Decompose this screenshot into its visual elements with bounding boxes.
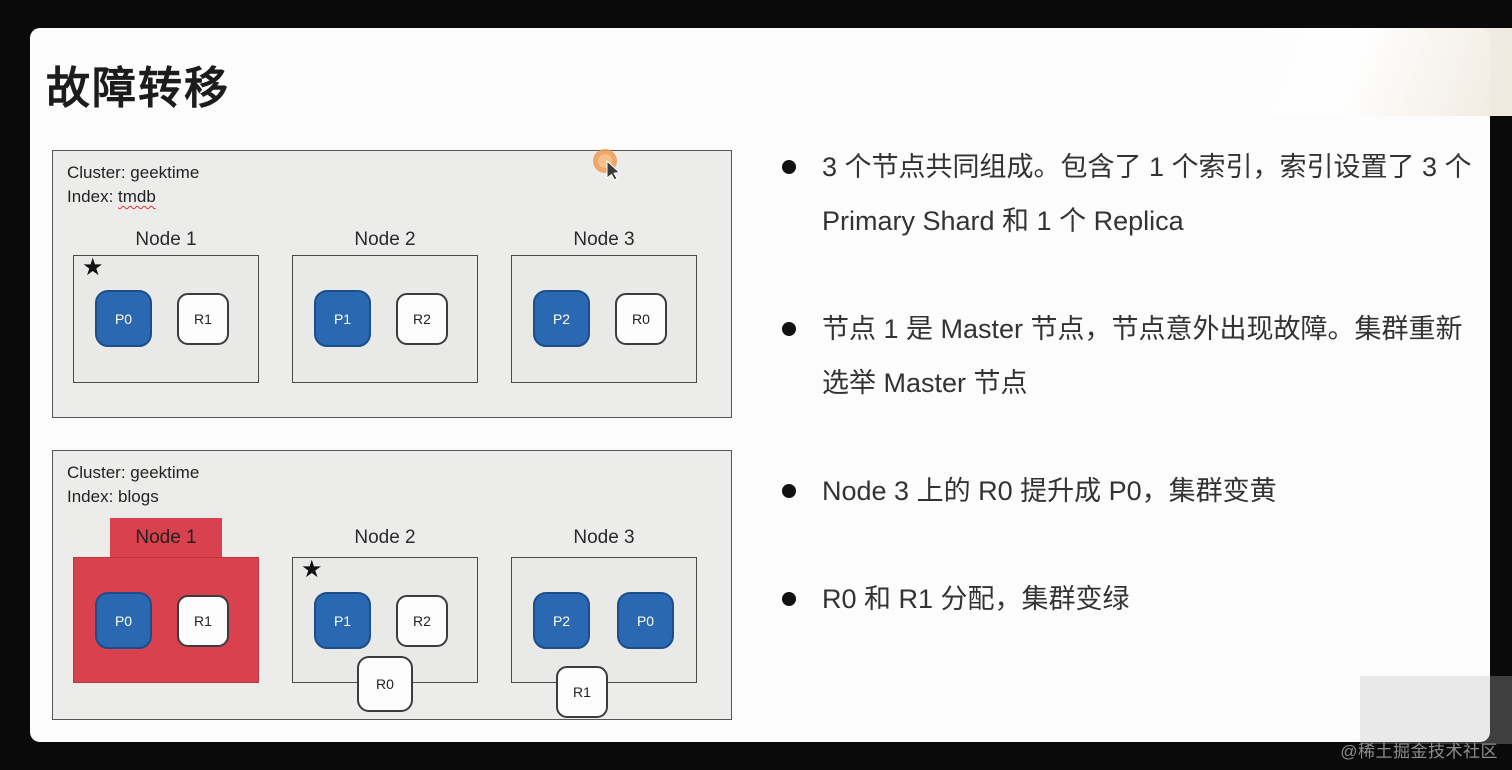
shard-primary: P1 (314, 592, 371, 649)
bullet-text: Node 3 上的 R0 提升成 P0，集群变黄 (822, 476, 1277, 506)
shard-replica: R2 (396, 595, 448, 647)
shard-promoted-primary: P0 (617, 592, 674, 649)
node-label: Node 1 (135, 229, 197, 250)
node-box: ★ P0 R1 (73, 255, 259, 383)
bullet-item: Node 3 上的 R0 提升成 P0，集群变黄 (782, 464, 1488, 518)
shard-primary: P2 (533, 290, 590, 347)
cluster-diagram-before: Cluster: geektime Index: tmdb Node 1 ★ P… (52, 150, 732, 418)
bullet-dot-icon (782, 484, 796, 498)
shard-replica: R1 (177, 595, 229, 647)
cluster-label: Cluster: geektime (67, 463, 200, 482)
shard-primary: P0 (95, 592, 152, 649)
shard-primary: P1 (314, 290, 371, 347)
node-box: P1 R2 (292, 255, 478, 383)
shard-primary: P0 (95, 290, 152, 347)
bullet-item: R0 和 R1 分配，集群变绿 (782, 572, 1488, 626)
index-prefix: Index: (67, 487, 119, 506)
index-name: blogs (118, 487, 159, 506)
shard-primary: P2 (533, 592, 590, 649)
node-label: Node 2 (354, 229, 416, 250)
shard-replica: R1 (177, 293, 229, 345)
index-label: Index: tmdb (67, 185, 199, 209)
node-1: Node 1 ★ P0 R1 (73, 225, 259, 383)
slide: 故障转移 Cluster: geektime Index: tmdb Node … (30, 28, 1490, 742)
bullet-text: 节点 1 是 Master 节点，节点意外出现故障。集群重新选举 Master … (822, 314, 1463, 398)
node-2: Node 2 ★ P1 R2 R0 (292, 518, 478, 712)
node-3: Node 3 P2 R0 (511, 225, 697, 383)
bullet-dot-icon (782, 592, 796, 606)
nodes-row: Node 1 P0 R1 Node 2 ★ P1 R2 R0 (73, 518, 697, 718)
bullet-text: 3 个节点共同组成。包含了 1 个索引，索引设置了 3 个 Primary Sh… (822, 152, 1472, 236)
shard-replica: R2 (396, 293, 448, 345)
shard-relocating: R0 (357, 656, 413, 712)
node-box: P2 P0 R1 (511, 557, 697, 718)
node-2: Node 2 P1 R2 (292, 225, 478, 383)
bottom-right-overlay (1360, 676, 1512, 744)
index-label: Index: blogs (67, 485, 199, 509)
shard-relocating: R1 (556, 666, 608, 718)
node-label: Node 3 (573, 526, 635, 548)
bullet-dot-icon (782, 160, 796, 174)
index-name: tmdb (118, 187, 156, 206)
bullet-item: 节点 1 是 Master 节点，节点意外出现故障。集群重新选举 Master … (782, 302, 1488, 410)
cluster-meta: Cluster: geektime Index: tmdb (67, 161, 199, 209)
node-1-failed: Node 1 P0 R1 (73, 518, 259, 683)
nodes-row: Node 1 ★ P0 R1 Node 2 P1 R2 Node 3 (73, 225, 697, 383)
bullet-text: R0 和 R1 分配，集群变绿 (822, 584, 1130, 614)
node-box: P0 R1 (73, 557, 259, 683)
cluster-label: Cluster: geektime (67, 163, 200, 182)
node-label: Node 2 (354, 526, 416, 548)
cluster-diagram-after: Cluster: geektime Index: blogs Node 1 P0… (52, 450, 732, 720)
shard-replica: R0 (615, 293, 667, 345)
mouse-cursor-icon (590, 148, 626, 184)
bullet-dot-icon (782, 322, 796, 336)
node-label: Node 3 (573, 229, 635, 250)
master-star-icon: ★ (82, 254, 104, 281)
bullet-item: 3 个节点共同组成。包含了 1 个索引，索引设置了 3 个 Primary Sh… (782, 140, 1488, 248)
cluster-meta: Cluster: geektime Index: blogs (67, 461, 199, 509)
page-title: 故障转移 (46, 64, 230, 113)
node-label: Node 1 (110, 518, 222, 557)
top-right-overlay (1240, 28, 1512, 116)
index-prefix: Index: (67, 187, 119, 206)
node-box: ★ P1 R2 R0 (292, 556, 478, 712)
watermark: @稀土掘金技术社区 (1340, 742, 1498, 761)
node-box: P2 R0 (511, 255, 697, 383)
node-3: Node 3 P2 P0 R1 (511, 518, 697, 718)
bullet-list: 3 个节点共同组成。包含了 1 个索引，索引设置了 3 个 Primary Sh… (782, 140, 1488, 680)
master-star-icon: ★ (301, 556, 323, 583)
